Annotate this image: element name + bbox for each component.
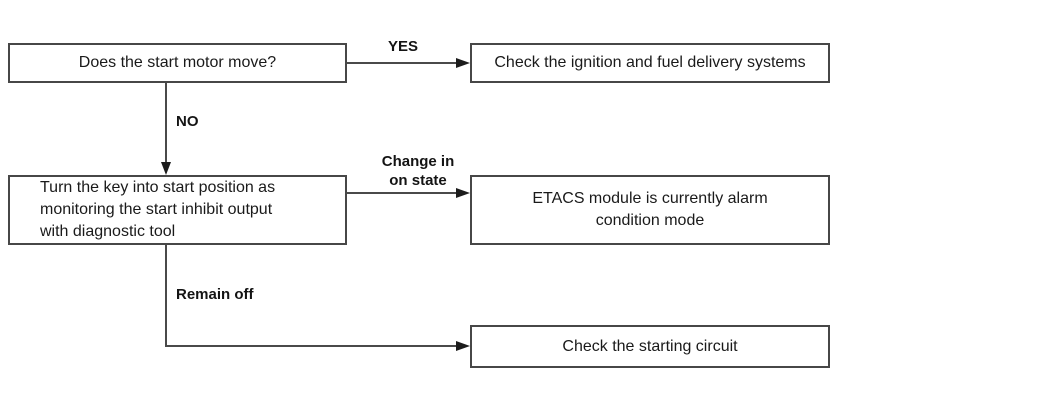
- flow-box-turn-key-line2: monitoring the start inhibit output: [40, 201, 273, 218]
- connector-no-line: [165, 83, 167, 163]
- flow-box-check-starting-text: Check the starting circuit: [562, 337, 738, 355]
- flow-box-turn-key: Turn the key into start position as moni…: [8, 175, 347, 245]
- arrowhead-down-icon: [161, 162, 171, 175]
- connector-remain-vertical-line: [165, 245, 167, 347]
- arrowhead-right-icon: [456, 188, 470, 198]
- edge-label-change-line2: on state: [389, 172, 447, 189]
- edge-label-yes: YES: [387, 38, 418, 55]
- flow-box-check-ignition: Check the ignition and fuel delivery sys…: [470, 43, 830, 83]
- arrowhead-right-icon: [456, 341, 470, 351]
- flow-box-turn-key-line3: with diagnostic tool: [40, 223, 176, 240]
- flow-box-etacs-line2: condition mode: [595, 212, 705, 229]
- arrowhead-right-icon: [456, 58, 470, 68]
- edge-label-change-line1: Change in: [381, 153, 455, 170]
- flow-box-etacs-line1: ETACS module is currently alarm: [532, 190, 768, 207]
- edge-label-no: NO: [176, 113, 199, 130]
- edge-label-change-in-on-state: Change in on state: [350, 152, 486, 190]
- flow-box-start-motor-text: Does the start motor move?: [78, 54, 277, 71]
- flow-box-check-starting-circuit: Check the starting circuit: [470, 325, 830, 368]
- flow-box-etacs-alarm: ETACS module is currently alarm conditio…: [470, 175, 830, 245]
- flow-box-turn-key-line1: Turn the key into start position as: [40, 179, 276, 196]
- flow-box-check-ignition-text: Check the ignition and fuel delivery sys…: [494, 54, 806, 71]
- connector-change-line: [347, 192, 457, 194]
- flow-box-start-motor-question: Does the start motor move?: [8, 43, 347, 83]
- connector-remain-horizontal-line: [165, 345, 457, 347]
- connector-yes-line: [347, 62, 457, 64]
- edge-label-remain-off: Remain off: [176, 286, 254, 303]
